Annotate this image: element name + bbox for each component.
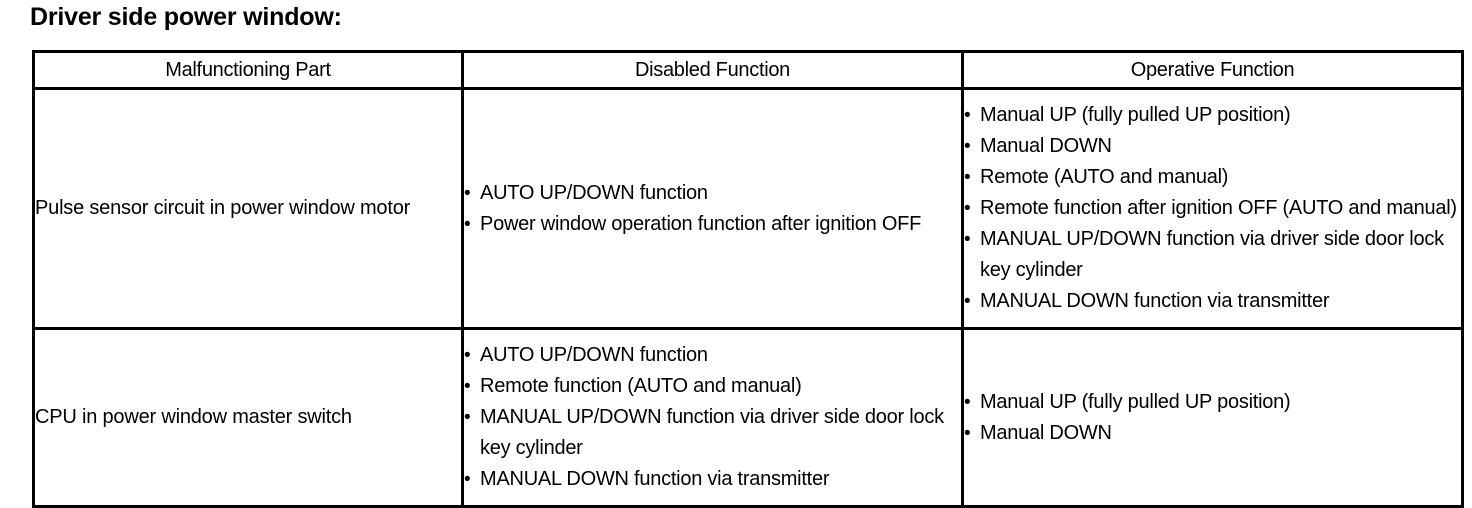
- cell-disabled-function: AUTO UP/DOWN function Power window opera…: [461, 87, 964, 330]
- table-body: Pulse sensor circuit in power window mot…: [32, 87, 1464, 508]
- operative-function-list: Manual UP (fully pulled UP position) Man…: [964, 387, 1461, 449]
- list-item: Manual UP (fully pulled UP position): [964, 387, 1461, 418]
- list-item: Power window operation function after ig…: [464, 209, 961, 240]
- cell-disabled-function: AUTO UP/DOWN function Remote function (A…: [461, 327, 964, 508]
- list-item: AUTO UP/DOWN function: [464, 178, 961, 209]
- list-item: MANUAL UP/DOWN function via driver side …: [964, 224, 1461, 286]
- list-item: Remote (AUTO and manual): [964, 162, 1461, 193]
- table-row: Pulse sensor circuit in power window mot…: [32, 87, 1464, 330]
- column-header-malfunctioning-part: Malfunctioning Part: [32, 50, 464, 90]
- list-item: Manual UP (fully pulled UP position): [964, 100, 1461, 131]
- disabled-function-list: AUTO UP/DOWN function Power window opera…: [464, 178, 961, 240]
- column-header-operative-function: Operative Function: [961, 50, 1464, 90]
- list-item: Manual DOWN: [964, 418, 1461, 449]
- cell-operative-function: Manual UP (fully pulled UP position) Man…: [961, 87, 1464, 330]
- list-item: MANUAL DOWN function via transmitter: [964, 286, 1461, 317]
- cell-malfunctioning-part: CPU in power window master switch: [32, 327, 464, 508]
- list-item: Remote function after ignition OFF (AUTO…: [964, 193, 1461, 224]
- table-row: CPU in power window master switch AUTO U…: [32, 327, 1464, 508]
- table-header: Malfunctioning Part Disabled Function Op…: [32, 50, 1464, 90]
- cell-malfunctioning-part: Pulse sensor circuit in power window mot…: [32, 87, 464, 330]
- list-item: Remote function (AUTO and manual): [464, 371, 961, 402]
- list-item: AUTO UP/DOWN function: [464, 340, 961, 371]
- list-item: Manual DOWN: [964, 131, 1461, 162]
- malfunction-table: Malfunctioning Part Disabled Function Op…: [32, 50, 1464, 508]
- table-header-row: Malfunctioning Part Disabled Function Op…: [32, 50, 1464, 90]
- cell-operative-function: Manual UP (fully pulled UP position) Man…: [961, 327, 1464, 508]
- list-item: MANUAL DOWN function via transmitter: [464, 464, 961, 495]
- page-title: Driver side power window:: [30, 3, 342, 31]
- disabled-function-list: AUTO UP/DOWN function Remote function (A…: [464, 340, 961, 495]
- list-item: MANUAL UP/DOWN function via driver side …: [464, 402, 961, 464]
- operative-function-list: Manual UP (fully pulled UP position) Man…: [964, 100, 1461, 317]
- column-header-disabled-function: Disabled Function: [461, 50, 964, 90]
